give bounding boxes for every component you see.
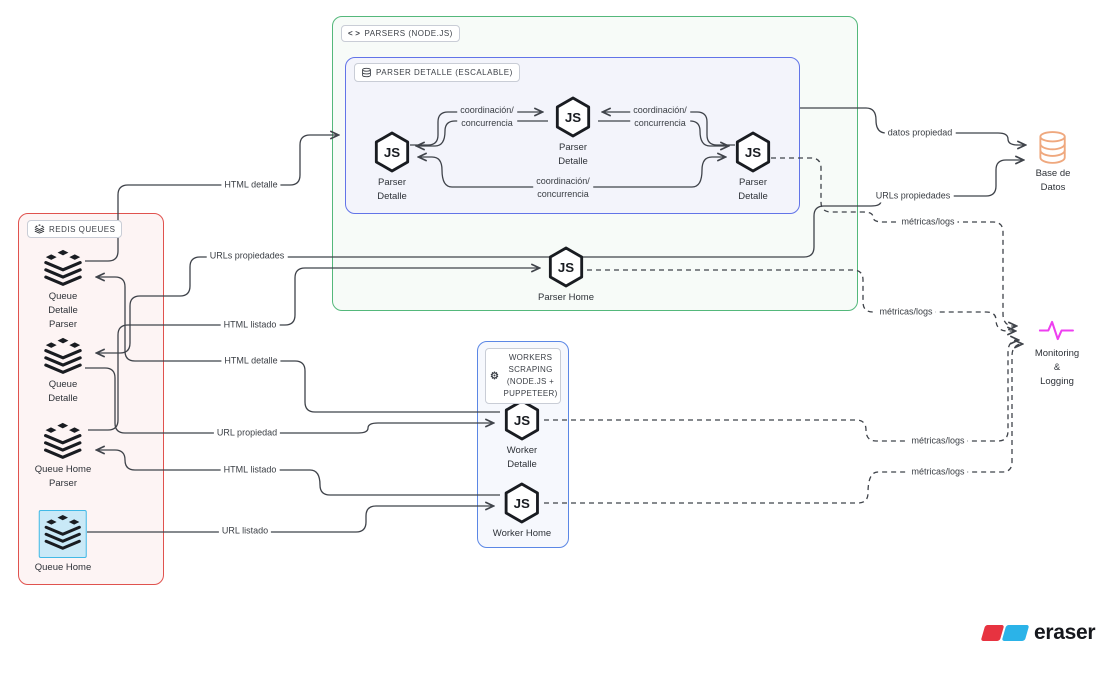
parser-detalle-header: PARSER DETALLE (ESCALABLE) xyxy=(354,63,520,82)
workers-header: ⚙ WORKERS SCRAPING (NODE.JS + PUPPETEER) xyxy=(485,348,561,404)
node-parser-detalle-left[interactable]: Parser Detalle xyxy=(373,131,411,204)
queue-icon xyxy=(41,422,85,460)
redis-queues-header: REDIS QUEUES xyxy=(27,220,123,238)
node-label: Parser Detalle xyxy=(558,142,588,167)
pulse-icon xyxy=(1039,317,1075,344)
node-worker-home[interactable]: Worker Home xyxy=(493,482,551,541)
node-monitoring-logging[interactable]: Monitoring & Logging xyxy=(1035,317,1079,388)
workers-title: WORKERS SCRAPING (NODE.JS + PUPPETEER) xyxy=(503,353,558,398)
node-queue-home-parser[interactable]: Queue Home Parser xyxy=(34,422,92,491)
queue-icon xyxy=(42,514,84,551)
eraser-wordmark: eraser xyxy=(1034,621,1096,644)
eraser-logo[interactable]: eraser xyxy=(980,621,1096,645)
edge-label-coordinacion-bottom: coordinación/ concurrencia xyxy=(533,174,593,202)
parsers-title: PARSERS (NODE.JS) xyxy=(364,29,453,38)
queue-icon xyxy=(41,337,85,375)
node-label: Parser Detalle xyxy=(738,177,768,202)
node-base-de-datos[interactable]: Base de Datos xyxy=(1035,130,1071,195)
nodejs-icon xyxy=(734,131,772,173)
edge-label-html-listado-worker: HTML listado xyxy=(220,463,280,477)
redis-stack-icon xyxy=(34,224,45,234)
edge-label-url-propiedad: URL propiedad xyxy=(213,426,281,440)
node-label: Parser Detalle xyxy=(377,177,407,202)
queue-icon xyxy=(41,249,85,287)
edge-metricas-worker-detalle xyxy=(544,340,1018,442)
parsers-header: < > PARSERS (NODE.JS) xyxy=(341,25,460,42)
node-label: Monitoring & Logging xyxy=(1034,348,1080,387)
edge-label-html-listado-parser: HTML listado xyxy=(220,318,280,332)
edge-label-coordinacion-top-left: coordinación/ concurrencia xyxy=(457,103,517,131)
node-queue-home[interactable]: Queue Home xyxy=(34,510,92,575)
node-label: Queue Detalle xyxy=(48,379,78,404)
edge-label-datos-propiedad: datos propiedad xyxy=(884,126,956,140)
edge-label-html-detalle-worker: HTML detalle xyxy=(221,354,281,368)
edge-label-metricas-worker-detalle: métricas/logs xyxy=(908,434,968,448)
parser-detalle-title: PARSER DETALLE (ESCALABLE) xyxy=(376,68,513,77)
layers-icon xyxy=(361,67,372,78)
edge-label-coordinacion-top-right: coordinación/ concurrencia xyxy=(630,103,690,131)
edge-label-url-listado: URL listado xyxy=(218,524,272,538)
node-worker-detalle[interactable]: Worker Detalle xyxy=(503,399,541,472)
node-label: Queue Detalle Parser xyxy=(48,291,78,330)
edge-metricas-worker-home xyxy=(544,344,1022,504)
node-parser-detalle-right[interactable]: Parser Detalle xyxy=(734,131,772,204)
edge-label-html-detalle-parser: HTML detalle xyxy=(221,178,281,192)
code-icon: < > xyxy=(348,29,361,38)
node-label: Queue Home Parser xyxy=(34,464,92,489)
edge-label-metricas-worker-home: métricas/logs xyxy=(908,465,968,479)
edge-label-metricas-parser-home: métricas/logs xyxy=(876,305,936,319)
node-parser-detalle-center[interactable]: Parser Detalle xyxy=(554,96,592,169)
node-label: Queue Home xyxy=(34,562,92,573)
nodejs-icon xyxy=(554,96,592,138)
nodejs-icon xyxy=(547,246,585,288)
eraser-red-mark xyxy=(980,625,1005,641)
gear-icon: ⚙ xyxy=(490,370,500,382)
edge-label-urls-propiedades-left: URLs propiedades xyxy=(206,249,288,263)
selection-highlight xyxy=(38,510,87,558)
edge-label-urls-propiedades-db: URLs propiedades xyxy=(872,189,954,203)
database-icon xyxy=(1038,130,1068,164)
node-parser-home[interactable]: Parser Home xyxy=(538,246,594,305)
eraser-logo-marks xyxy=(980,625,1030,641)
eraser-blue-mark xyxy=(1001,625,1030,641)
node-queue-detalle-parser[interactable]: Queue Detalle Parser xyxy=(41,249,85,331)
edge-label-metricas-parser-detalle: métricas/logs xyxy=(898,215,958,229)
nodejs-icon xyxy=(503,482,541,524)
node-label: Base de Datos xyxy=(1035,168,1071,193)
node-label: Worker Home xyxy=(492,528,552,539)
node-label: Parser Home xyxy=(538,292,594,303)
redis-queues-title: REDIS QUEUES xyxy=(49,224,116,234)
nodejs-icon xyxy=(503,399,541,441)
nodejs-icon xyxy=(373,131,411,173)
node-label: Worker Detalle xyxy=(506,445,538,470)
node-queue-detalle[interactable]: Queue Detalle xyxy=(41,337,85,406)
